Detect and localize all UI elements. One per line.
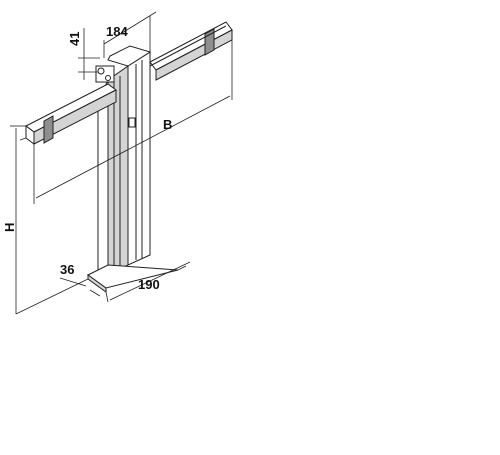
column <box>87 45 179 293</box>
crossbeam-left <box>25 83 117 145</box>
dimension-label-beam-length: B <box>163 117 172 132</box>
dimension-lines <box>10 11 233 315</box>
mounting-bracket <box>95 65 115 83</box>
dimension-label-height: H <box>2 223 17 232</box>
crossbeam-right <box>149 21 233 81</box>
dimension-label-bracket-height: 41 <box>67 32 82 46</box>
dimension-label-base-depth: 36 <box>60 262 74 277</box>
dimension-label-width-top: 184 <box>106 24 128 39</box>
dimension-label-base-width: 190 <box>138 277 160 292</box>
